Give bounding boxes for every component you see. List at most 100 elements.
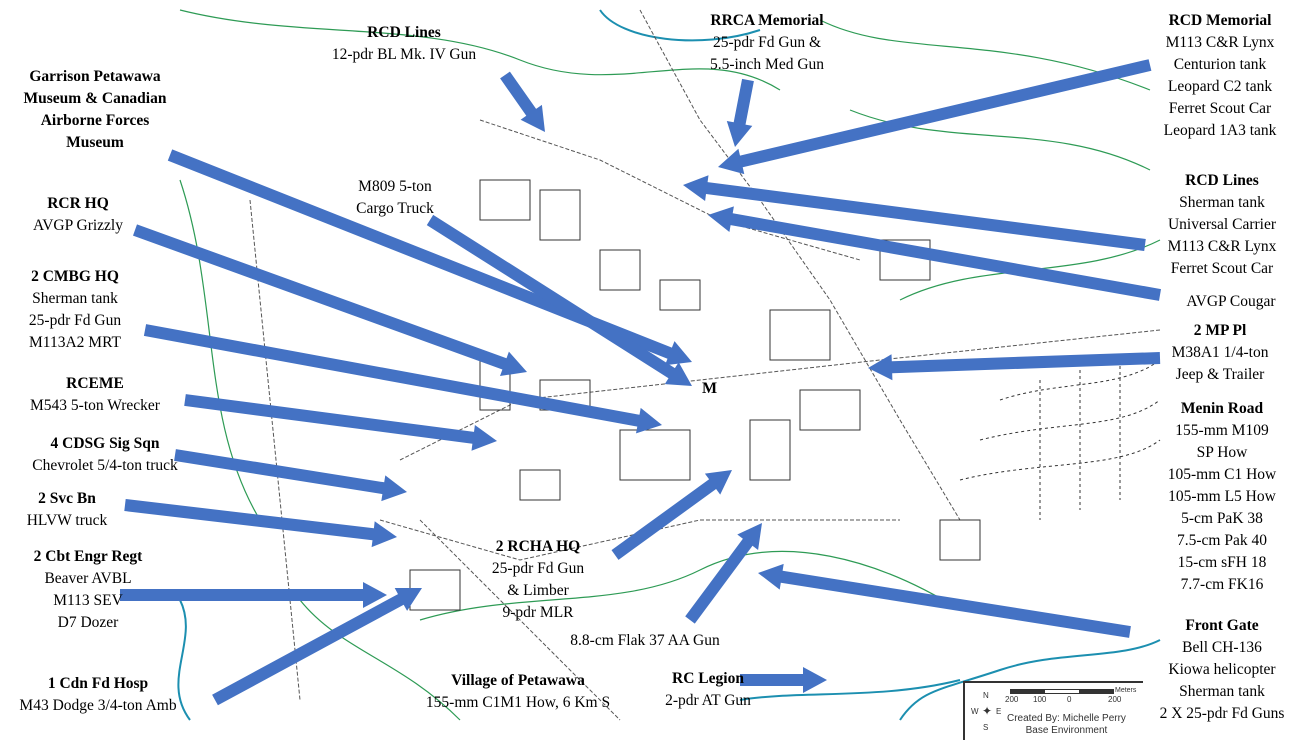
label-line: 12-pdr BL Mk. IV Gun <box>331 46 477 63</box>
label-line: 9-pdr MLR <box>502 604 574 621</box>
label-line: M38A1 1/4-ton <box>1171 344 1269 361</box>
label-title: Front Gate <box>1185 617 1259 634</box>
location-marker: M <box>702 380 718 397</box>
label-line: M113A2 MRT <box>29 334 121 351</box>
label-title: 2 CMBG HQ <box>31 268 119 285</box>
label-title: 2 Cbt Engr Regt <box>33 548 143 565</box>
label-line: 5-cm PaK 38 <box>1181 510 1263 527</box>
scale-tick: 100 <box>1033 695 1047 704</box>
scale-bar <box>1010 689 1114 694</box>
department-text: Base Environment <box>1025 725 1108 736</box>
label-garrison-museum: Garrison Petawawa Museum & Canadian Airb… <box>15 66 175 154</box>
label-2-svc-bn: 2 Svc Bn HLVW truck <box>27 488 108 532</box>
label-line: 5.5-inch Med Gun <box>709 56 825 73</box>
scale-tick: 200 <box>1108 695 1122 704</box>
arrows <box>120 59 1161 706</box>
label-line: & Limber <box>507 582 569 599</box>
label-line: 15-cm sFH 18 <box>1177 554 1267 571</box>
label-line: Ferret Scout Car <box>1168 100 1272 117</box>
arrow-4-cdsg <box>174 449 407 502</box>
label-line: Universal Carrier <box>1167 216 1277 233</box>
label-line: 25-pdr Fd Gun <box>28 312 122 329</box>
compass-rose-icon: N W E S ✦ <box>971 691 1001 733</box>
label-line: Leopard 1A3 tank <box>1163 122 1277 139</box>
label-title: RCR HQ <box>47 195 109 212</box>
label-line: SP How <box>1196 444 1248 461</box>
label-line: M113 C&R Lynx <box>1165 34 1275 51</box>
label-line: M113 C&R Lynx <box>1167 238 1277 255</box>
label-line: 2-pdr AT Gun <box>665 692 751 709</box>
arrow-rcr-hq <box>133 224 527 376</box>
label-rcd-lines-north: RCD Lines 12-pdr BL Mk. IV Gun <box>332 22 476 66</box>
label-line: D7 Dozer <box>57 614 119 631</box>
label-line: 25-pdr Fd Gun & <box>712 34 822 51</box>
label-rcr-hq: RCR HQ AVGP Grizzly <box>33 193 123 237</box>
scale-units: Meters <box>1115 687 1137 694</box>
label-line: 7.5-cm Pak 40 <box>1177 532 1267 549</box>
arrow-rceme <box>184 394 497 451</box>
label-flak: 8.8-cm Flak 37 AA Gun <box>570 630 719 652</box>
label-title: 1 Cdn Fd Hosp <box>47 675 149 692</box>
label-title: RCEME <box>66 375 124 392</box>
label-title: Menin Road <box>1180 400 1264 417</box>
label-line: M113 SEV <box>53 592 123 609</box>
label-title: Village of Petawawa <box>451 672 585 689</box>
map-legend: N W E S ✦ 200 100 0 200 Meters Created B… <box>963 681 1143 740</box>
label-title: 2 MP Pl <box>1193 322 1247 339</box>
label-line: M543 5-ton Wrecker <box>30 397 160 414</box>
label-title: Garrison Petawawa Museum & Canadian Airb… <box>23 68 167 151</box>
label-title: RCD Lines <box>367 24 441 41</box>
scale-tick: 200 <box>1005 695 1019 704</box>
label-title: RCD Lines <box>1185 172 1259 189</box>
label-line: AVGP Grizzly <box>33 217 123 234</box>
label-avgp-cougar: AVGP Cougar <box>1186 291 1275 313</box>
label-line: M809 5-ton <box>358 178 432 195</box>
arrow-2-cbt-engr <box>120 582 387 608</box>
credit-text: Created By: Michelle Perry <box>1007 713 1126 724</box>
label-line: M43 Dodge 3/4-ton Amb <box>19 697 177 714</box>
arrow-rcd-lines-east <box>683 175 1146 251</box>
label-line: Sherman tank <box>1179 683 1265 700</box>
label-line: 105-mm C1 How <box>1167 466 1277 483</box>
label-line: Ferret Scout Car <box>1170 260 1274 277</box>
arrow-2-rcha-hq <box>611 470 732 560</box>
label-rceme: RCEME M543 5-ton Wrecker <box>30 373 160 417</box>
label-line: 25-pdr Fd Gun <box>491 560 585 577</box>
label-line: Centurion tank <box>1173 56 1267 73</box>
label-line: HLVW truck <box>26 512 108 529</box>
arrow-rrca-memorial <box>726 78 754 147</box>
compass-s: S <box>983 723 989 732</box>
label-line: Chevrolet 5/4-ton truck <box>32 457 178 474</box>
label-rrca-memorial: RRCA Memorial 25-pdr Fd Gun & 5.5-inch Med… <box>710 10 824 76</box>
arrow-m809 <box>426 214 692 386</box>
label-line: Sherman tank <box>32 290 118 307</box>
arrow-1-cdn-fd-hosp <box>212 588 422 706</box>
arrow-2-cmbg-hq <box>143 324 662 434</box>
label-title: RRCA Memorial <box>710 12 824 29</box>
label-title: 2 RCHA HQ <box>495 538 581 555</box>
label-line: 105-mm L5 How <box>1168 488 1276 505</box>
label-line: Leopard C2 tank <box>1167 78 1273 95</box>
arrow-front-gate <box>758 563 1131 638</box>
compass-w: W <box>971 707 979 716</box>
arrow-rcd-lines-north <box>500 71 545 132</box>
label-title: RC Legion <box>672 670 744 687</box>
compass-star: ✦ <box>982 704 993 718</box>
label-rc-legion: RC Legion 2-pdr AT Gun <box>665 668 751 712</box>
label-title: 2 Svc Bn <box>38 490 96 507</box>
compass-n: N <box>983 691 989 700</box>
label-line: 155-mm M109 <box>1175 422 1269 439</box>
label-line: Sherman tank <box>1179 194 1265 211</box>
label-line: Beaver AVBL <box>44 570 132 587</box>
arrow-garrison-museum <box>167 149 693 366</box>
arrow-2-svc-bn <box>124 499 398 548</box>
